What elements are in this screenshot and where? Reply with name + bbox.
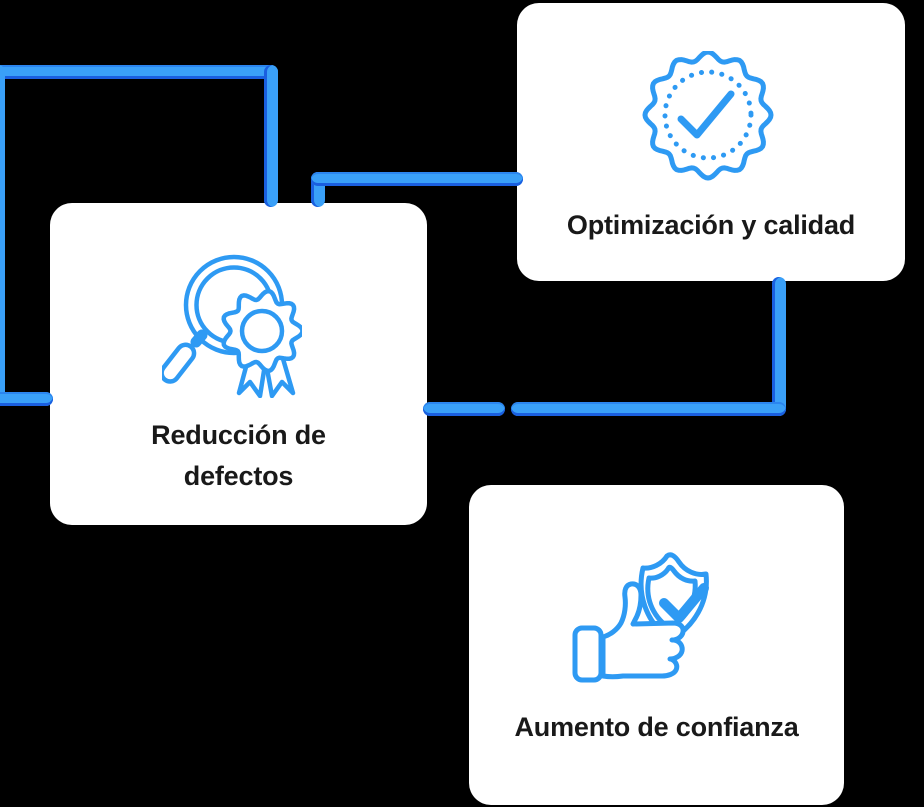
connector-middle-segment (423, 402, 505, 416)
magnifier-award-icon (162, 254, 302, 398)
connector-left-loop-right (264, 65, 278, 207)
card-aumento-de-confianza: Aumento de confianza (469, 485, 844, 805)
connector-left-loop-bottom (0, 392, 53, 406)
card-label: Aumento de confianza (514, 712, 799, 742)
thumbs-up-shield-icon (572, 552, 709, 683)
connector-left-loop-top (0, 65, 278, 79)
connector-right-across (511, 402, 786, 416)
connector-top-link (311, 172, 523, 186)
card-optimizacion-y-calidad: Optimización y calidad (517, 3, 905, 281)
seal-check-icon (642, 51, 774, 181)
card-label: Reducción de defectos (151, 420, 326, 491)
card-reduccion-de-defectos: Reducción de defectos (50, 203, 427, 525)
card-label: Optimización y calidad (566, 210, 856, 240)
connector-left-loop-side (0, 65, 5, 406)
connector-right-drop (772, 277, 786, 416)
